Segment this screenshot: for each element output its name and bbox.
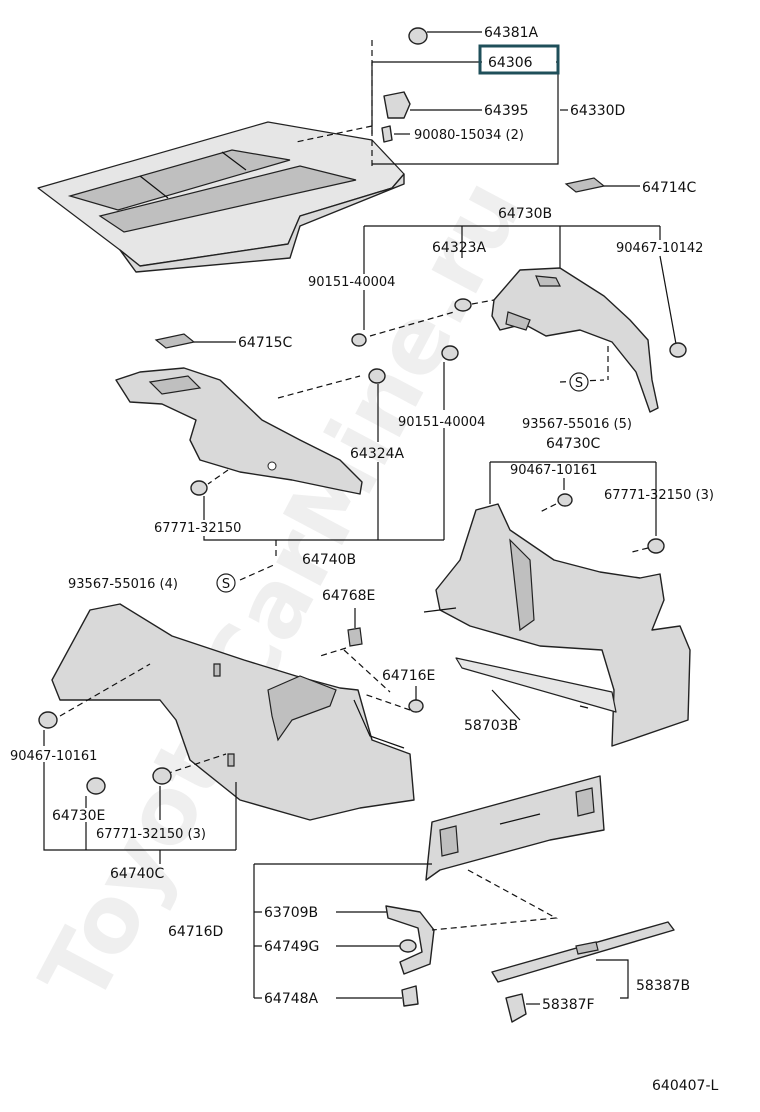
- label-64740C: 64740C: [110, 866, 165, 882]
- label-64716E: 64716E: [382, 668, 435, 684]
- label-64740B: 64740B: [302, 552, 356, 568]
- bracket-64716D: [253, 863, 559, 1007]
- label-58387B: 58387B: [636, 978, 690, 994]
- svg-text:S: S: [575, 376, 583, 391]
- label-64381A: 64381A: [484, 25, 539, 41]
- figure-code: 640407-L: [652, 1078, 718, 1094]
- label-64768E: 64768E: [322, 588, 375, 604]
- clip-plate-64715C: [154, 333, 236, 349]
- label-67771-32150-3-a: 67771-32150 (3): [604, 488, 714, 503]
- label-90467-10142: 90467-10142: [616, 241, 703, 256]
- floor-strip: [491, 921, 675, 1023]
- label-64395: 64395: [484, 103, 529, 119]
- label-58703B: 58703B: [464, 718, 518, 734]
- left-quarter-trim: [38, 603, 415, 821]
- label-63709B: 63709B: [264, 905, 318, 921]
- label-58387F: 58387F: [542, 997, 595, 1013]
- label-64730E: 64730E: [52, 808, 105, 824]
- label-64330D: 64330D: [570, 103, 625, 119]
- label-64324A: 64324A: [350, 446, 405, 462]
- bracket-64740B: [203, 362, 445, 581]
- highlight-box: [478, 44, 560, 75]
- label-64730B: 64730B: [498, 206, 552, 222]
- package-tray-panel: [37, 121, 405, 273]
- label-64749G: 64749G: [264, 939, 319, 955]
- label-90151-40004-a: 90151-40004: [308, 275, 395, 290]
- label-90467-10161-b: 90467-10161: [10, 749, 97, 764]
- label-67771-32150-3-b: 67771-32150 (3): [96, 827, 206, 842]
- s-symbol-5: S: [569, 372, 589, 392]
- s-symbol-4: S: [216, 573, 236, 593]
- rear-panel-trim: [425, 775, 605, 881]
- bracket-64740C: [43, 730, 237, 864]
- label-64716D: 64716D: [168, 924, 223, 940]
- label-67771-32150: 67771-32150: [154, 521, 241, 536]
- part-labels: 64381A 64306 64395 64330D 90080-15034 (2…: [10, 25, 718, 1094]
- clip-plate-64714C: [564, 177, 640, 193]
- svg-text:S: S: [222, 577, 230, 592]
- right-side-trim: [423, 461, 691, 747]
- label-64714C: 64714C: [642, 180, 697, 196]
- label-64730C: 64730C: [546, 436, 601, 452]
- left-tray-trim: [115, 345, 459, 496]
- label-90467-10161-a: 90467-10161: [510, 463, 597, 478]
- clip-group-64768E: [319, 608, 424, 713]
- label-93567-55016-4: 93567-55016 (4): [68, 577, 178, 592]
- upper-quarter-trim: [351, 267, 687, 413]
- label-64715C: 64715C: [238, 335, 293, 351]
- label-93567-55016-5: 93567-55016 (5): [522, 417, 632, 432]
- label-90151-40004-b: 90151-40004: [398, 415, 485, 430]
- label-64323A: 64323A: [432, 240, 487, 256]
- label-64748A: 64748A: [264, 991, 319, 1007]
- label-90080-15034: 90080-15034 (2): [414, 128, 524, 143]
- label-64306: 64306: [488, 55, 533, 71]
